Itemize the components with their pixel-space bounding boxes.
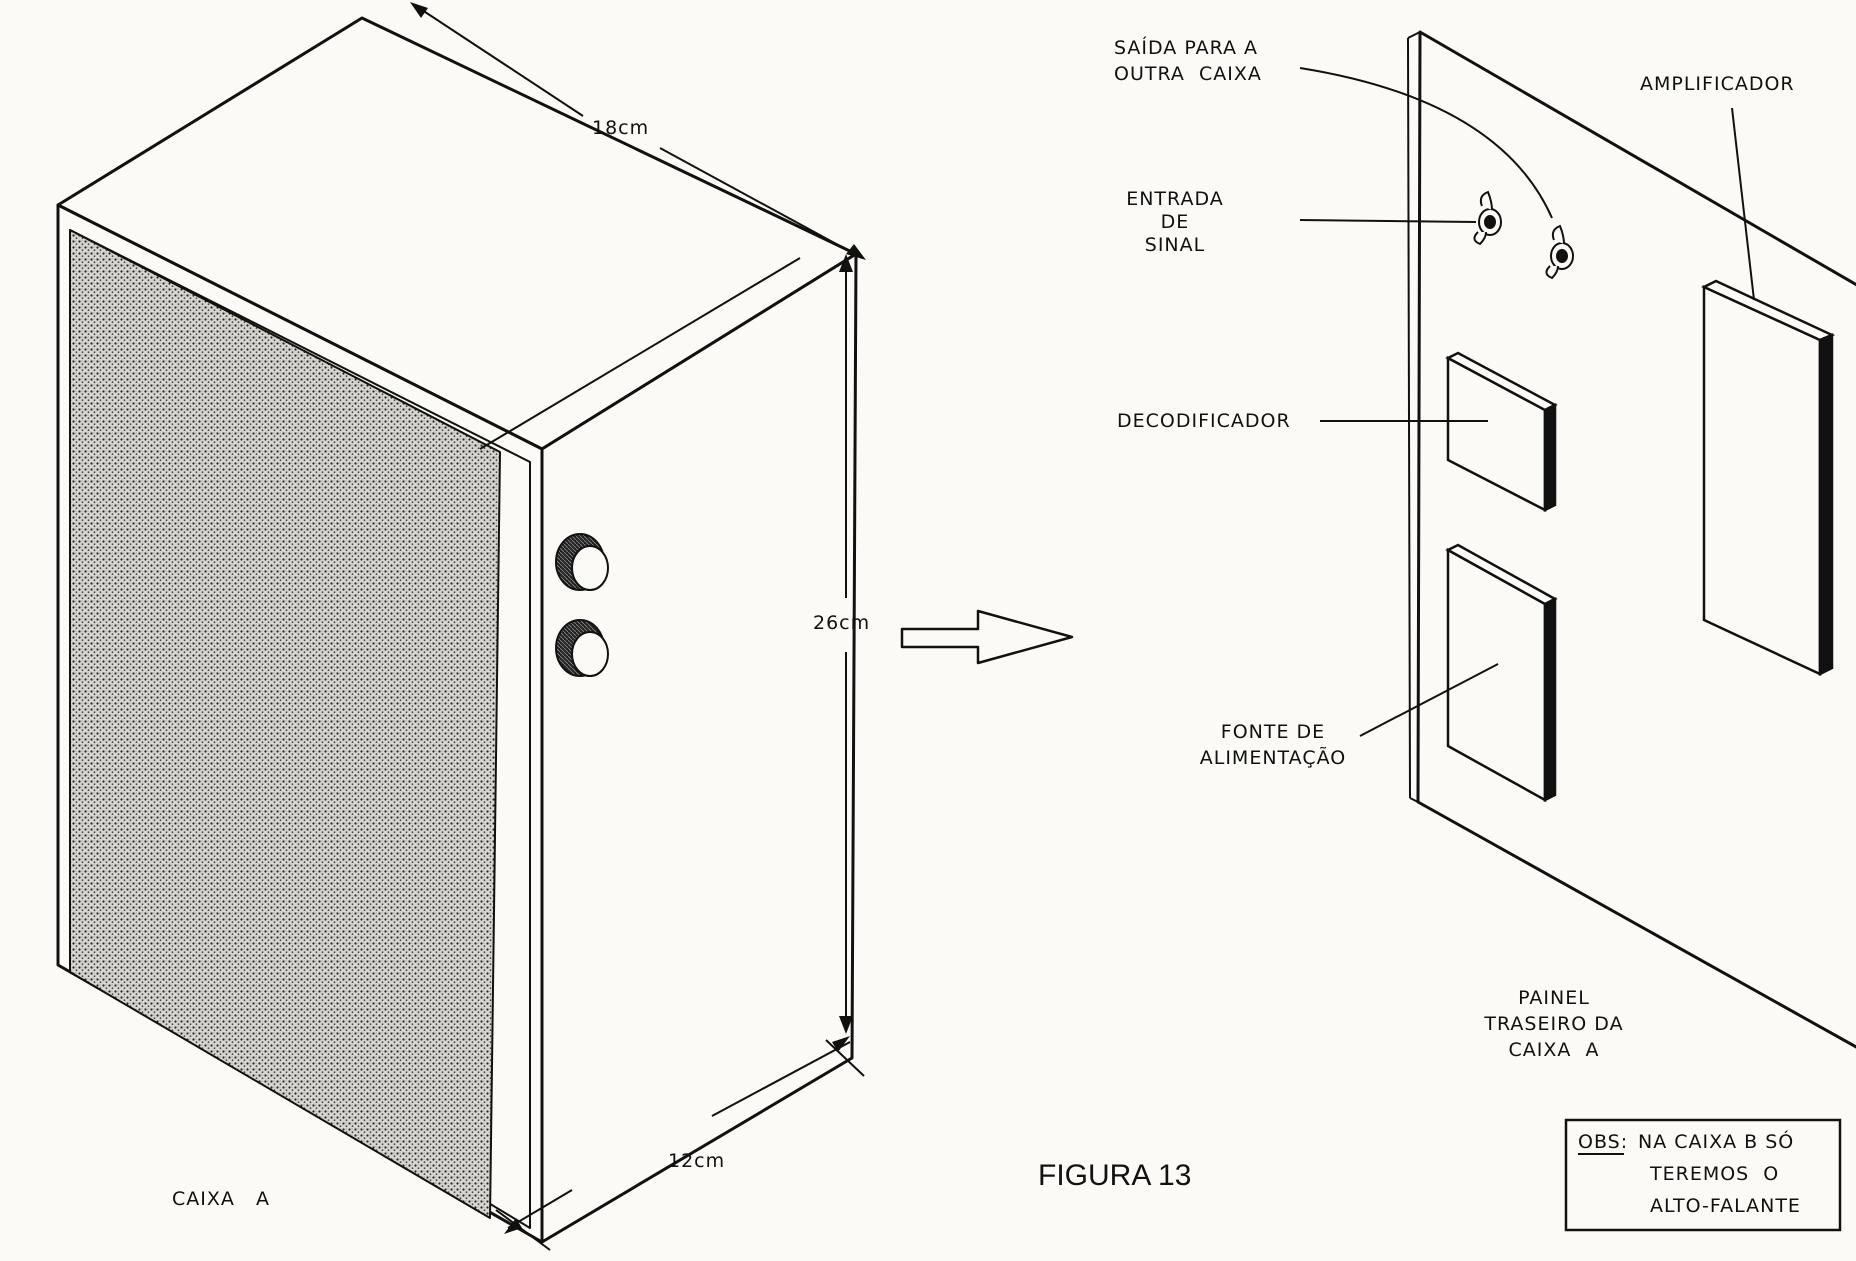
dimension-width-label: 18cm	[592, 117, 649, 139]
dimension-height-label: 26cm	[813, 612, 870, 634]
note-line1: NA CAIXA B SÓ	[1638, 1129, 1794, 1153]
note-prefix: OBS:	[1578, 1131, 1628, 1153]
panel-caption-line2: TRASEIRO DA	[1483, 1013, 1623, 1035]
note-line3: ALTO-FALANTE	[1650, 1195, 1801, 1217]
transition-arrow	[900, 609, 1074, 665]
output-terminal	[1545, 224, 1574, 280]
panel-caption-line3: CAIXA A	[1509, 1039, 1600, 1061]
note-box: OBS: NA CAIXA B SÓ TEREMOS O ALTO-FALANT…	[1564, 1118, 1842, 1232]
knob-lower	[555, 619, 609, 677]
label-input-line3: SINAL	[1145, 234, 1205, 256]
label-power-line1: FONTE DE	[1221, 721, 1325, 743]
leader-lines	[1299, 67, 1755, 737]
speaker-box	[56, 16, 858, 1244]
box-name: CAIXA A	[172, 1188, 270, 1210]
dimension-depth	[495, 1036, 865, 1251]
panel-caption-line1: PAINEL	[1518, 987, 1590, 1009]
label-input-line2: DE	[1161, 211, 1190, 233]
dimension-height	[839, 254, 853, 1034]
rear-panel	[1407, 30, 1856, 1049]
label-output-line2: OUTRA CAIXA	[1114, 63, 1262, 85]
label-power-line2: ALIMENTAÇÃO	[1200, 746, 1346, 769]
note-line2: TEREMOS O	[1649, 1163, 1779, 1185]
speaker-grille	[69, 229, 501, 1219]
dimension-width	[410, 2, 866, 260]
decoder-module	[1445, 351, 1558, 513]
knob-upper	[555, 533, 609, 591]
figure-title: FIGURA 13	[1038, 1159, 1191, 1192]
label-amplifier: AMPLIFICADOR	[1640, 73, 1795, 95]
signal-input-terminal	[1473, 190, 1502, 246]
label-output-line1: SAÍDA PARA A	[1114, 36, 1258, 59]
label-input-line1: ENTRADA	[1126, 188, 1224, 210]
label-decoder: DECODIFICADOR	[1117, 410, 1291, 432]
amplifier-module	[1701, 279, 1836, 677]
power-supply-module	[1445, 543, 1558, 803]
dimension-depth-label: 12cm	[668, 1150, 725, 1172]
rear-panel-board	[1416, 30, 1856, 1049]
